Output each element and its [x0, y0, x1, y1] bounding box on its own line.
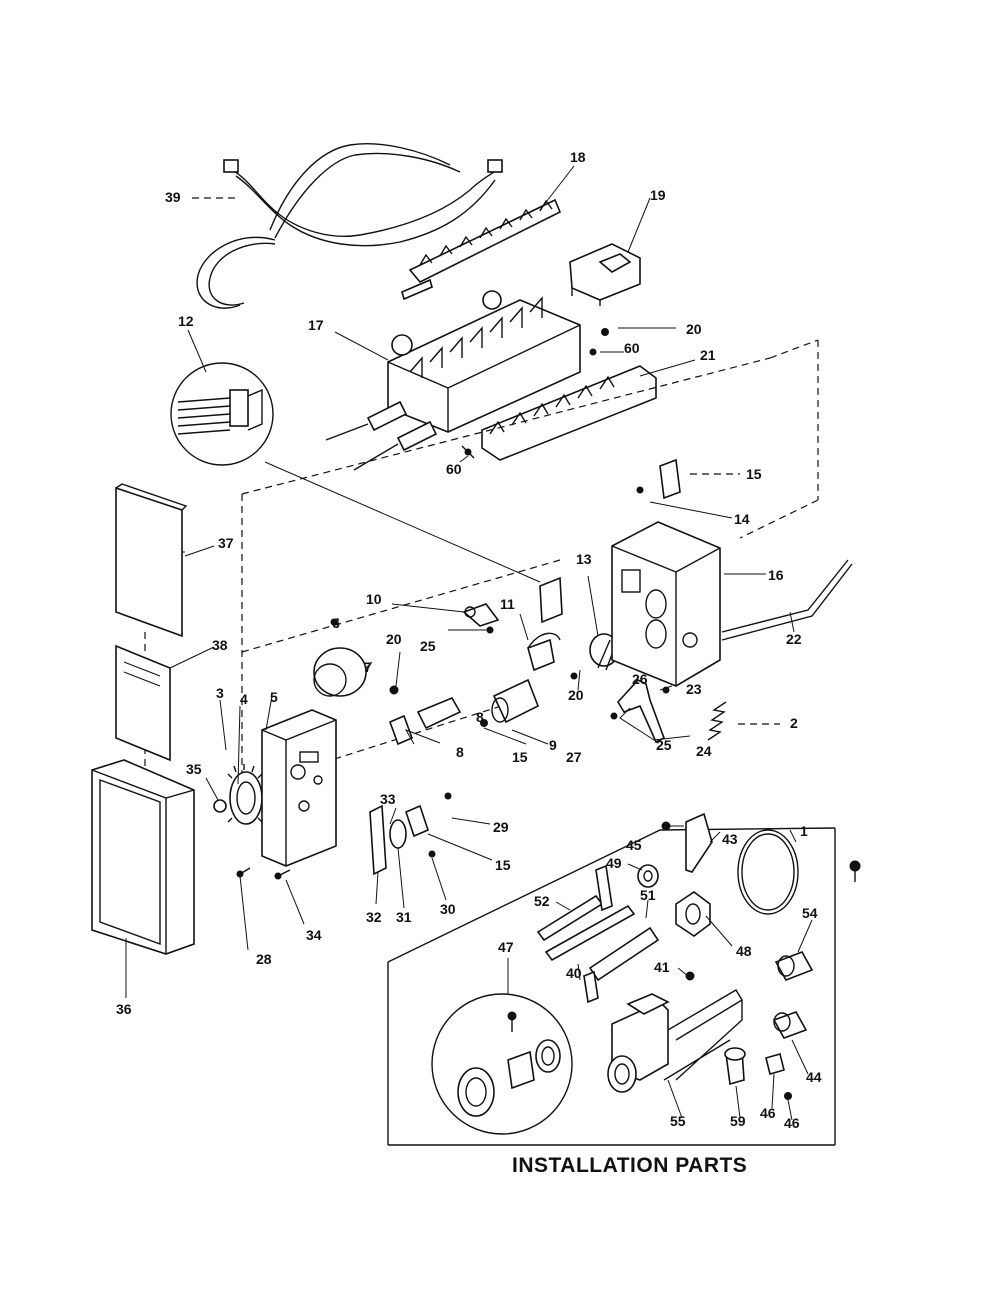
label-46: 46: [784, 1115, 800, 1131]
label-23: 23: [686, 681, 702, 697]
fill-cup-part: [569, 243, 641, 306]
label-12: 12: [178, 313, 194, 329]
label-4: 4: [240, 691, 248, 707]
label-20b: 20: [386, 631, 402, 647]
control-cover: [91, 759, 195, 955]
control-housing-part: [611, 521, 721, 687]
front-cover-panel: [115, 483, 188, 638]
shutoff-lever-part: [610, 679, 727, 744]
label-29: 29: [493, 819, 509, 835]
label-18: 18: [570, 149, 586, 165]
label-20a: 20: [686, 321, 702, 337]
label-15c: 15: [495, 857, 511, 873]
label-40: 40: [566, 965, 582, 981]
label-24: 24: [696, 743, 712, 759]
label-37: 37: [218, 535, 234, 551]
label-45b: 46: [760, 1105, 776, 1121]
upper-switch-parts: [636, 458, 681, 500]
label-9: 9: [549, 737, 557, 753]
label-15b: 15: [512, 749, 528, 765]
label-6: 6: [332, 615, 340, 631]
ice-stripper-part: [401, 198, 562, 301]
label-60a: 60: [624, 340, 640, 356]
label-7: 7: [364, 659, 372, 675]
label-15a: 15: [746, 466, 762, 482]
installation-parts-drawing: [431, 812, 861, 1135]
label-32: 32: [366, 909, 382, 925]
label-43: 43: [722, 831, 738, 847]
label-41: 41: [654, 959, 670, 975]
label-44: 44: [806, 1069, 822, 1085]
label-54: 54: [802, 905, 818, 921]
label-34: 34: [306, 927, 322, 943]
label-25b: 25: [656, 737, 672, 753]
label-16: 16: [768, 567, 784, 583]
installation-parts-boundary: [387, 827, 836, 1146]
wire-harness-part: [196, 143, 503, 309]
drive-gear-part: [213, 764, 269, 825]
screws-group: [461, 328, 609, 459]
label-60b: 60: [446, 461, 462, 477]
switch-parts: [388, 685, 488, 838]
label-20c: 20: [568, 687, 584, 703]
label-35: 35: [186, 761, 202, 777]
label-48: 48: [736, 943, 752, 959]
label-11: 11: [500, 596, 515, 612]
installation-parts-title: INSTALLATION PARTS: [512, 1154, 747, 1177]
label-5: 5: [270, 689, 278, 705]
label-2: 2: [790, 715, 798, 731]
label-27: 27: [566, 749, 582, 765]
mounting-plate-part: [261, 709, 337, 867]
label-1: 1: [800, 823, 808, 839]
label-25a: 25: [420, 638, 436, 654]
callout-leader: [264, 461, 541, 583]
label-30: 30: [440, 901, 456, 917]
label-13: 13: [576, 551, 592, 567]
label-8b: 8: [476, 709, 484, 725]
label-10: 10: [366, 591, 382, 607]
label-19: 19: [650, 187, 666, 203]
label-3: 3: [216, 685, 224, 701]
bail-arm-part: [721, 559, 853, 641]
label-59: 59: [730, 1113, 746, 1129]
mold-heater-part: [481, 365, 657, 461]
harness-connector-callout: [170, 362, 274, 466]
label-49: 49: [606, 855, 622, 871]
ice-mold-part: [325, 290, 581, 471]
timing-motor-part: [313, 618, 367, 697]
label-55: 55: [670, 1113, 686, 1129]
loose-screws: [236, 867, 291, 880]
label-36: 36: [116, 1001, 132, 1017]
label-8: 8: [456, 744, 464, 760]
label-39: 39: [165, 189, 181, 205]
label-17: 17: [308, 317, 324, 333]
label-47: 47: [498, 939, 514, 955]
instruction-label: [115, 644, 171, 762]
label-31: 31: [396, 909, 412, 925]
label-52: 52: [534, 893, 550, 909]
lever-contact-parts: [369, 804, 436, 876]
label-26: 26: [632, 671, 648, 687]
label-22: 22: [786, 631, 802, 647]
leader-lines: [125, 165, 813, 1121]
label-33: 33: [380, 791, 396, 807]
control-components: [462, 576, 619, 724]
label-45a: 45: [626, 837, 642, 853]
label-21: 21: [700, 347, 716, 363]
part-labels: 39 18 19 20 60 12 17 21 60 15 14 16 37 3…: [116, 149, 822, 1131]
label-28: 28: [256, 951, 272, 967]
label-51: 51: [640, 887, 656, 903]
label-14: 14: [734, 511, 750, 527]
label-38: 38: [212, 637, 228, 653]
